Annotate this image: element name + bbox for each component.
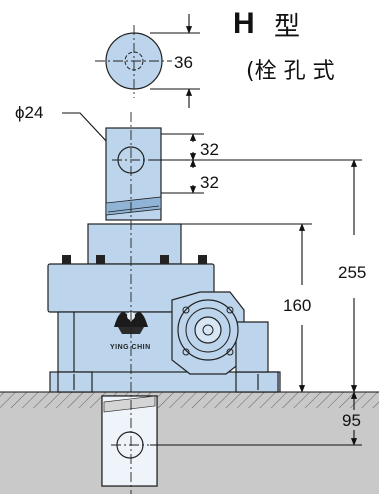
lifting-head [105,127,162,221]
body-height-label: 160 [283,296,311,315]
total-height-label: 255 [338,263,366,282]
pin-section-view [95,25,172,98]
base-plate [49,371,281,393]
ground-area [0,392,379,494]
lower-clevis [101,395,158,487]
housing-bolts [62,255,207,264]
bore-diameter-label: ϕ24 [15,103,43,122]
title-type-char: 型 [274,12,300,42]
pin-diameter-label: 36 [174,53,193,72]
ground-hatching [0,392,379,408]
lower-depth-label: 95 [342,411,361,430]
brand-logo: YING CHIN [110,312,151,351]
brand-text: YING CHIN [110,344,151,351]
title-subtitle: (栓 孔 式 [246,59,335,84]
upper-offset-a-label: 32 [200,140,219,159]
title-type-letter: H [233,7,255,40]
gearbox-flange [171,291,269,375]
upper-offset-b-label: 32 [200,173,219,192]
